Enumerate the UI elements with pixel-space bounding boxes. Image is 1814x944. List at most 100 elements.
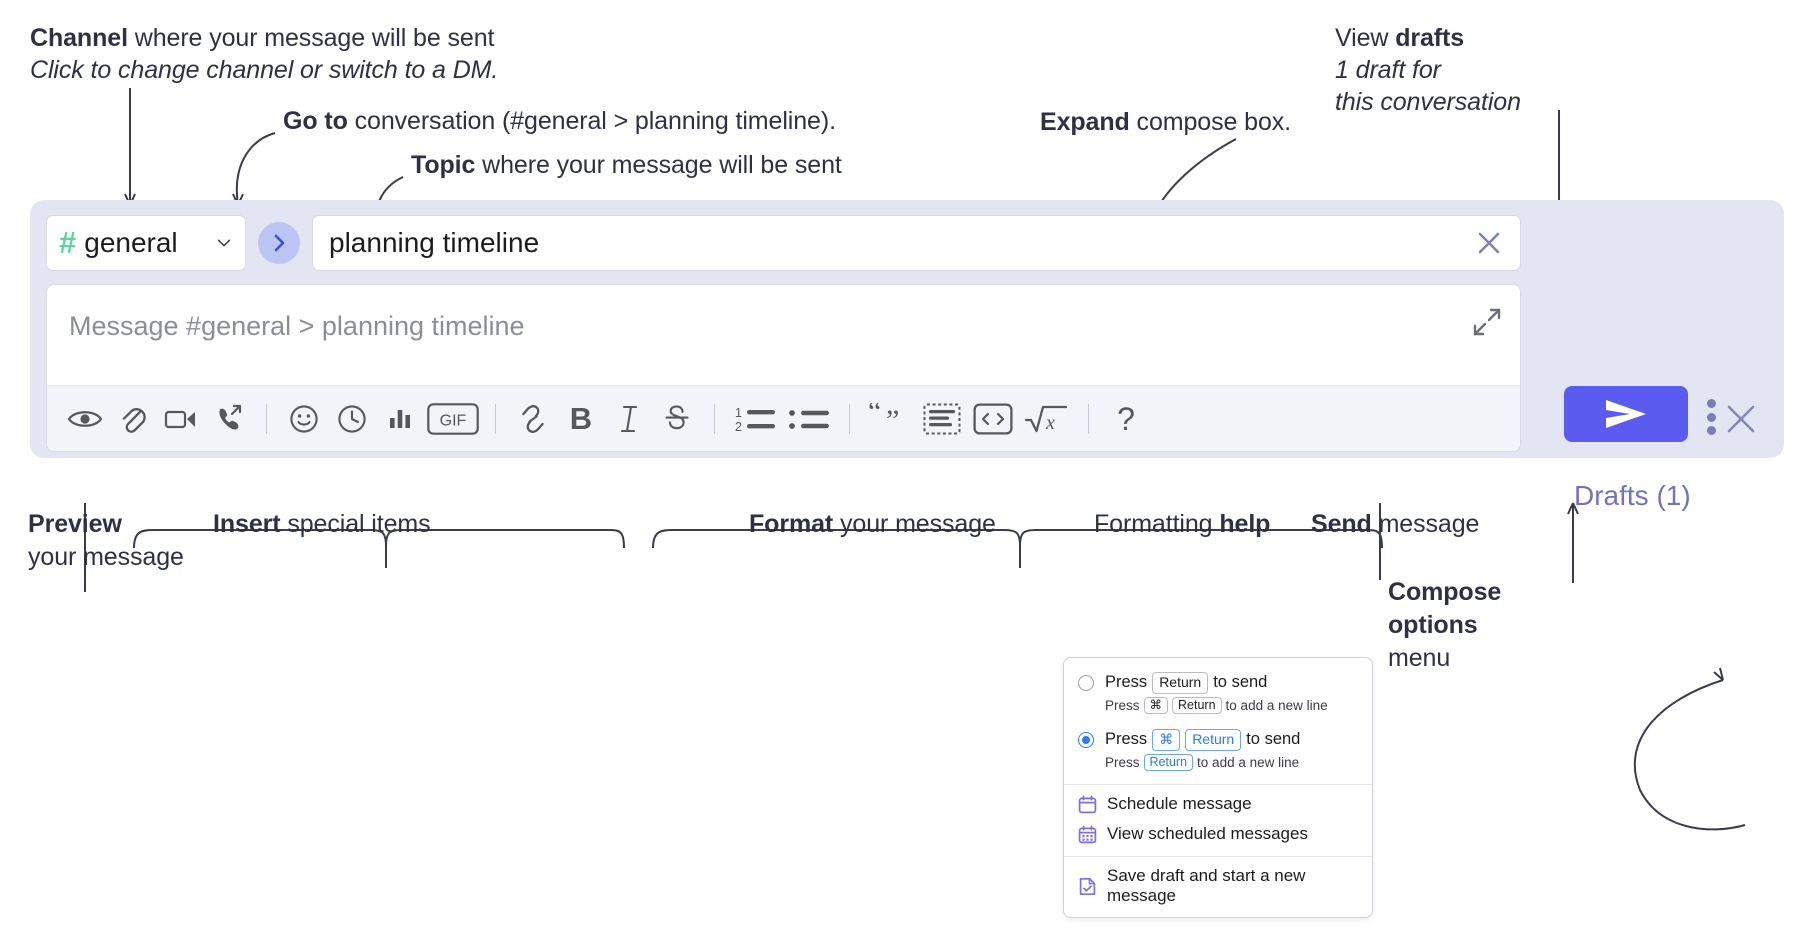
more-vertical-icon-dot-3: [1706, 426, 1716, 435]
hash-icon: #: [59, 224, 77, 260]
option-return-to-send[interactable]: Press Return to send: [1064, 668, 1372, 694]
clock-icon: [338, 404, 366, 433]
poll-button[interactable]: [376, 395, 424, 443]
radio-return[interactable]: [1078, 674, 1094, 691]
annotation-preview-bold: Preview: [28, 510, 122, 538]
option-return-subtext: Press ⌘ Return to add a new line: [1064, 694, 1372, 721]
gif-button[interactable]: GIF: [424, 395, 482, 443]
option-cmd-return-to-send[interactable]: Press ⌘ Return to send: [1064, 720, 1372, 751]
strikethrough-icon: [665, 404, 689, 429]
square-root-icon: x: [1024, 405, 1068, 434]
reminder-button[interactable]: [328, 395, 376, 443]
key-return-3: Return: [1185, 729, 1242, 751]
message-input-box[interactable]: Message #general > planning timeline: [46, 284, 1521, 452]
drafts-link[interactable]: Drafts (1): [1574, 480, 1691, 511]
phone-forward-icon: [219, 404, 242, 430]
strikethrough-button[interactable]: [653, 395, 701, 443]
annotation-compose-options-line3: menu: [1388, 644, 1451, 672]
annotation-topic: Topic where your message will be sent: [411, 149, 842, 181]
annotation-expand: Expand compose box.: [1040, 106, 1291, 138]
svg-text:”: ”: [886, 404, 899, 435]
eye-icon: [67, 410, 103, 427]
paperclip-icon: [122, 407, 146, 433]
bulleted-list-button[interactable]: [782, 395, 836, 443]
svg-text:1: 1: [735, 406, 742, 420]
blockquote-button[interactable]: “ ”: [863, 395, 917, 443]
more-vertical-icon-dot-2: [1706, 412, 1716, 422]
option-cmd-subtext: Press Return to add a new line: [1064, 751, 1372, 778]
chevron-right-icon: [274, 234, 285, 252]
annotation-insert: Insert special items: [213, 508, 431, 540]
gif-icon: GIF: [427, 402, 479, 435]
compose-options-menu: Press Return to send Press ⌘ Return to a…: [1063, 657, 1373, 919]
annotation-expand-bold: Expand: [1040, 108, 1130, 136]
emoji-button[interactable]: [280, 395, 328, 443]
compose-inner: # general planning timeline Message #gen…: [46, 214, 1521, 452]
more-vertical-icon-dot-1: [1706, 399, 1716, 408]
menu-item-schedule-message[interactable]: Schedule message: [1064, 789, 1372, 819]
code-button[interactable]: [967, 395, 1019, 443]
annotation-drafts-line3: this conversation: [1335, 88, 1521, 116]
close-icon[interactable]: [1472, 226, 1506, 260]
attach-button[interactable]: [109, 395, 157, 443]
paper-plane-icon: [1606, 400, 1646, 428]
option-return-pre: Press: [1105, 673, 1148, 692]
annotation-drafts-normal: View: [1335, 24, 1396, 52]
send-button[interactable]: [1564, 386, 1688, 442]
annotation-preview: Preview your message: [28, 508, 184, 573]
annotation-insert-bold: Insert: [213, 510, 281, 538]
italic-button[interactable]: [605, 395, 653, 443]
key-return: Return: [1152, 672, 1209, 694]
goto-conversation-button[interactable]: [258, 222, 300, 264]
annotation-format: Format your message: [749, 508, 996, 540]
separator-4: [849, 403, 850, 434]
annotation-send: Send message: [1311, 508, 1479, 540]
link-icon: [522, 404, 544, 433]
italic-icon: [620, 405, 638, 432]
annotation-help-normal: Formatting: [1094, 510, 1220, 538]
topic-value: planning timeline: [329, 227, 540, 258]
panel-close-icon[interactable]: [1724, 402, 1758, 436]
compose-header-row: # general planning timeline: [46, 214, 1521, 272]
topic-field[interactable]: planning timeline: [312, 215, 1521, 271]
annotation-compose-options: Compose options menu: [1388, 576, 1501, 675]
annotation-drafts: View drafts 1 draft for this conversatio…: [1335, 22, 1521, 118]
compose-panel: # general planning timeline Message #gen…: [30, 200, 1784, 511]
help-button[interactable]: ?: [1102, 395, 1150, 443]
radio-cmd-return[interactable]: [1078, 731, 1094, 748]
key-command-2: ⌘: [1152, 729, 1181, 751]
menu-item-save-draft-label: Save draft and start a new message: [1107, 866, 1306, 906]
annotation-insert-rest: special items: [280, 510, 431, 538]
calendar-grid-icon: [1078, 825, 1097, 844]
option-cmd-sub-post: to add a new line: [1197, 754, 1300, 770]
question-mark-icon: ?: [1117, 400, 1135, 437]
annotation-goto-bold: Go to: [283, 107, 348, 135]
expand-diagonal-icon[interactable]: [1472, 307, 1502, 337]
bold-button[interactable]: B: [557, 395, 605, 443]
separator-3: [714, 403, 715, 434]
message-input-placeholder: Message #general > planning timeline: [69, 311, 525, 341]
menu-item-save-draft[interactable]: Save draft and start a new message: [1064, 861, 1372, 911]
math-button[interactable]: x: [1019, 395, 1075, 443]
compose-options-button[interactable]: [1694, 396, 1728, 438]
ordered-list-button[interactable]: 1 2: [728, 395, 782, 443]
audio-clip-button[interactable]: [205, 395, 253, 443]
annotation-compose-options-line1: Compose: [1388, 578, 1502, 606]
channel-select[interactable]: # general: [46, 215, 246, 271]
menu-item-view-scheduled[interactable]: View scheduled messages: [1064, 819, 1372, 849]
svg-text:“: “: [868, 403, 881, 428]
annotation-channel-bold: Channel: [30, 24, 128, 52]
preview-button[interactable]: [61, 395, 109, 443]
video-clip-button[interactable]: [157, 395, 205, 443]
quote-icon: “ ”: [868, 403, 899, 435]
code-icon: [973, 402, 1013, 435]
separator-1: [266, 403, 267, 434]
option-cmd-pre: Press: [1105, 730, 1148, 749]
key-return-2: Return: [1172, 696, 1222, 715]
bar-chart-icon: [390, 409, 410, 428]
ordered-list-icon: 1 2: [735, 406, 775, 434]
link-button[interactable]: [509, 395, 557, 443]
code-block-button[interactable]: [917, 395, 967, 443]
annotation-help-bold: help: [1219, 510, 1271, 538]
